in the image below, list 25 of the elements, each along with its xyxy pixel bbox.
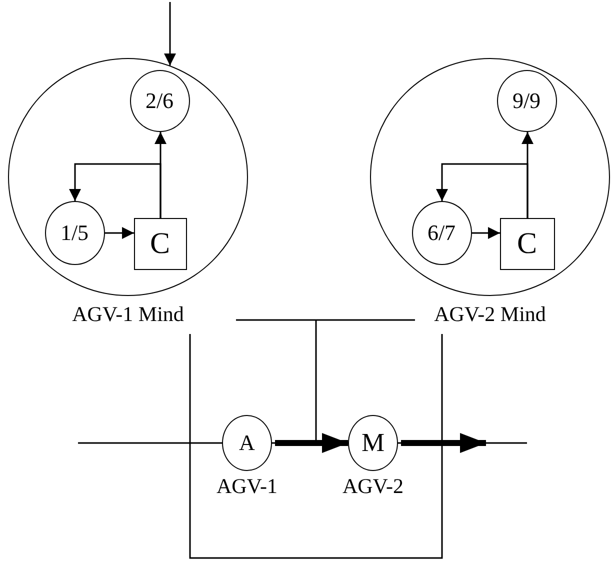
arrow bbox=[164, 2, 176, 66]
arrow bbox=[105, 227, 134, 239]
node-label: C bbox=[516, 228, 537, 258]
arrow bbox=[472, 227, 500, 239]
node-label: 2/6 bbox=[145, 90, 174, 112]
arrow bbox=[522, 132, 534, 218]
node-label: C bbox=[150, 228, 170, 258]
arrow bbox=[275, 433, 348, 453]
node-label: 6/7 bbox=[427, 222, 456, 244]
agv-label: AGV-1 bbox=[216, 476, 278, 497]
choice-box bbox=[500, 218, 554, 270]
node-label: 1/5 bbox=[60, 222, 89, 244]
arrow bbox=[154, 132, 166, 218]
node-label: M bbox=[361, 430, 385, 456]
node-label: 9/9 bbox=[512, 90, 541, 112]
agv-label: AGV-2 bbox=[342, 476, 404, 497]
arrow bbox=[401, 433, 486, 453]
mind-label: AGV-1 Mind bbox=[72, 304, 184, 325]
node-label: A bbox=[239, 432, 255, 454]
mind-label: AGV-2 Mind bbox=[434, 304, 546, 325]
choice-box bbox=[134, 218, 186, 270]
state-circle bbox=[496, 70, 556, 132]
state-circle bbox=[130, 70, 190, 132]
state-circle bbox=[44, 200, 104, 264]
connector-line bbox=[189, 334, 443, 559]
